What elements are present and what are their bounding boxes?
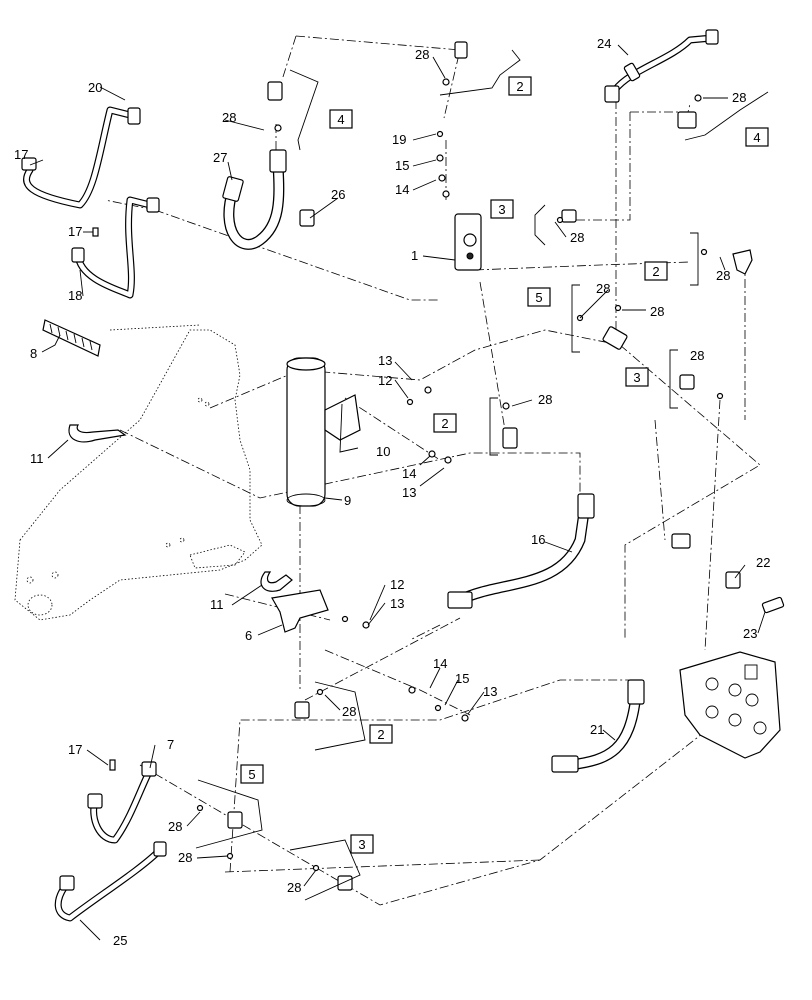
fittings	[227, 41, 785, 891]
callout: 13	[378, 353, 392, 368]
kit-box-2-b: 2	[644, 261, 668, 281]
callout: 28	[168, 819, 182, 834]
callout: 11	[210, 597, 224, 612]
bracket-10	[324, 394, 361, 441]
tube-7	[87, 761, 157, 844]
callout: 13	[390, 596, 404, 611]
callout: 12	[378, 373, 392, 388]
kit-box-label: 5	[535, 290, 542, 305]
kit-box-label: 3	[498, 202, 505, 217]
callout: 15	[395, 158, 409, 173]
kit-box-label: 4	[753, 130, 760, 145]
accumulator-9	[286, 357, 326, 507]
leader-lines	[29, 44, 766, 941]
callout: 28	[690, 348, 704, 363]
kit-brackets	[195, 49, 769, 901]
kit-box-label: 2	[652, 264, 659, 279]
loader-arm-outline	[14, 324, 263, 621]
callout: 17	[14, 147, 28, 162]
callout-17-lower: 17	[68, 742, 82, 757]
callout: 24	[597, 36, 611, 51]
kit-box-3-c: 3	[350, 834, 374, 854]
callout: 18	[68, 288, 82, 303]
callout: 10	[376, 444, 390, 459]
tube-18	[71, 196, 160, 299]
callout: 28	[538, 392, 552, 407]
callout: 28	[570, 230, 584, 245]
callout: 19	[392, 132, 406, 147]
kit-box-label: 2	[377, 727, 384, 742]
clamp-11-top	[68, 424, 127, 443]
callout: 11	[30, 451, 44, 466]
kit-box-label: 2	[441, 416, 448, 431]
wrap-8	[42, 319, 101, 357]
kit-box-2-d: 2	[369, 724, 393, 744]
kit-box-4-b: 4	[745, 127, 769, 147]
kit-box-3-b: 3	[625, 367, 649, 387]
hose-27	[222, 149, 287, 250]
callout: 6	[245, 628, 252, 643]
kit-box-label: 5	[248, 767, 255, 782]
hose-21	[551, 679, 645, 773]
callout: 17	[68, 224, 82, 239]
kit-box-label: 3	[358, 837, 365, 852]
valve-1	[454, 213, 482, 271]
callout: 28	[732, 90, 746, 105]
callout: 25	[113, 933, 127, 948]
bracket-6	[271, 589, 329, 633]
tube-25	[54, 841, 167, 922]
routing-lines	[104, 35, 761, 906]
kit-box-2-c: 2	[433, 413, 457, 433]
callouts: 20 17 17 17 18 8 11 27 26 28 28 19 15 14…	[14, 36, 770, 948]
hose-16	[447, 493, 595, 609]
callout: 23	[743, 626, 757, 641]
callout: 14	[402, 466, 416, 481]
control-valve-block	[679, 651, 781, 759]
kit-box-label: 4	[337, 112, 344, 127]
callout: 17	[68, 742, 82, 757]
kit-box-2-a: 2	[508, 76, 532, 96]
callout: 14	[433, 656, 447, 671]
callout: 8	[30, 346, 37, 361]
callout: 1	[411, 248, 418, 263]
callout: 14	[395, 182, 409, 197]
callout: 13	[402, 485, 416, 500]
callout: 28	[716, 268, 730, 283]
tube-20	[21, 106, 141, 209]
callout: 12	[390, 577, 404, 592]
kit-box-5-b: 5	[240, 764, 264, 784]
kit-box-3-a: 3	[490, 199, 514, 219]
callout: 28	[342, 704, 356, 719]
callout: 28	[415, 47, 429, 62]
tube-24	[604, 29, 719, 103]
callout: 15	[455, 671, 469, 686]
callout: 28	[222, 110, 236, 125]
callout: 28	[596, 281, 610, 296]
callout: 9	[344, 493, 351, 508]
kit-box-5-a: 5	[527, 287, 551, 307]
callout: 21	[590, 722, 604, 737]
callout: 28	[178, 850, 192, 865]
callout: 26	[331, 187, 345, 202]
callout: 27	[213, 150, 227, 165]
callout: 7	[167, 737, 174, 752]
kit-box-label: 2	[516, 79, 523, 94]
callout: 16	[531, 532, 545, 547]
callout: 22	[756, 555, 770, 570]
callout: 28	[287, 880, 301, 895]
callout: 13	[483, 684, 497, 699]
kit-box-4-a: 4	[329, 109, 353, 129]
callout: 28	[650, 304, 664, 319]
small-hardware	[92, 78, 724, 872]
kit-box-label: 3	[633, 370, 640, 385]
clamp-11-bottom	[260, 571, 293, 592]
callout: 20	[88, 80, 102, 95]
